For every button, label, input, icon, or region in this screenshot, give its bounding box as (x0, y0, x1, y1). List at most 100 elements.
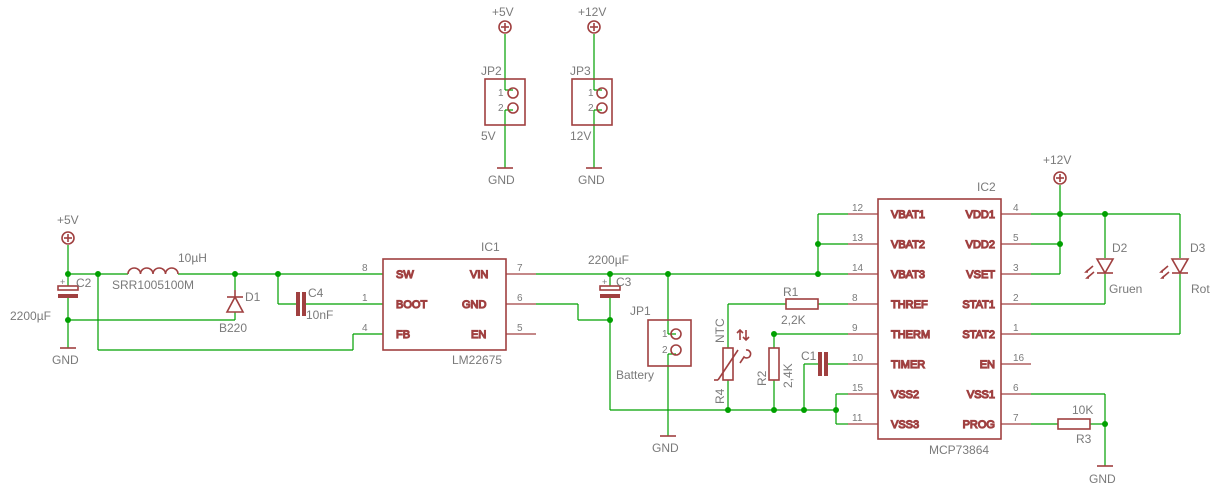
svg-text:2: 2 (588, 103, 594, 114)
led-d3: D3 Rot (1159, 241, 1210, 296)
jp1-name: JP1 (630, 304, 651, 318)
jp2-name: JP2 (481, 64, 502, 78)
ic2-pin-vbat1: VBAT1 (891, 209, 925, 221)
ic2-pin-number: 9 (852, 323, 858, 334)
ic2-mcp73864: IC2 MCP73864 VBAT112VBAT213VBAT314THREF8… (848, 180, 1031, 457)
jp3-name: JP3 (570, 64, 591, 78)
ic1-ref: IC1 (481, 240, 500, 254)
c2-value: 2200µF (10, 309, 51, 323)
jp2-value: 5V (481, 129, 496, 143)
ic2-pin-number: 6 (1013, 383, 1019, 394)
ic2-pin-vss2: VSS2 (891, 389, 919, 401)
c4-value: 10nF (306, 308, 333, 322)
d3-value: Rot (1191, 282, 1210, 296)
ic2-pin-number: 5 (1013, 233, 1019, 244)
ic2-ref: IC2 (977, 180, 996, 194)
ic2-pin-number: 4 (1013, 203, 1019, 214)
svg-text:1: 1 (662, 329, 668, 340)
ic2-pin-en: EN (980, 359, 995, 371)
ic2-part: MCP73864 (929, 443, 989, 457)
resistor-r2: R2 2,4K (755, 347, 795, 388)
ic2-pin-prog: PROG (963, 419, 995, 431)
resistor-r3: 10K R3 (1057, 403, 1093, 446)
svg-text:2: 2 (662, 345, 668, 356)
ground-label: GND (578, 173, 605, 187)
ic2-pin-vss1: VSS1 (967, 389, 995, 401)
d2-name: D2 (1112, 241, 1128, 255)
capacitor-c3: + C3 2200µF (588, 253, 632, 298)
middle-group: + C3 2200µF 1 2 JP1 Battery GND R1 2,2K (536, 213, 848, 455)
ground-label: GND (488, 173, 515, 187)
ic2-pin-number: 16 (1013, 353, 1025, 364)
d1-value: B220 (219, 321, 247, 335)
jp1-body (647, 319, 692, 367)
c1-name: C1 (801, 349, 817, 363)
ground-label: GND (52, 353, 79, 367)
d1-name: D1 (245, 290, 261, 304)
supply-5v-symbol (61, 231, 75, 245)
ic2-pin-number: 3 (1013, 263, 1019, 274)
ic1-pin-sw: SW (396, 269, 414, 281)
capacitor-c2: + C2 2200µF (10, 276, 92, 323)
svg-text:1: 1 (362, 293, 368, 304)
l1-value: 10µH (178, 251, 207, 265)
svg-text:+: + (60, 277, 65, 287)
ic2-pin-number: 2 (1013, 293, 1019, 304)
thermistor-r4: R4 NTC (713, 318, 752, 404)
ic2-pin-therm: THERM (891, 329, 930, 341)
resistor-r1: R1 2,2K (781, 285, 819, 327)
l1-name: SRR1005100M (112, 278, 194, 292)
supply-12v-symbol (587, 20, 601, 34)
c2-name: C2 (76, 276, 92, 290)
svg-text:2: 2 (498, 103, 504, 114)
c3-value: 2200µF (588, 253, 629, 267)
supply-5v-label: +5V (57, 213, 79, 227)
inductor-l1: 10µH SRR1005100M (112, 251, 207, 292)
ic2-pin-number: 14 (852, 263, 864, 274)
jumper-jp1: 1 2 JP1 Battery (616, 304, 692, 382)
supply-5v-symbol (498, 20, 512, 34)
ic1-pin-en: EN (471, 329, 486, 341)
ic2-pin-number: 15 (852, 383, 864, 394)
svg-text:1: 1 (498, 88, 504, 99)
jp3-body (571, 78, 613, 126)
diode-d1: D1 B220 (219, 290, 261, 335)
ground-label: GND (1089, 472, 1116, 486)
ic2-pin-vdd2: VDD2 (966, 239, 995, 251)
ic2-pin-number: 12 (852, 203, 864, 214)
ic2-pin-number: 10 (852, 353, 864, 364)
ic2-pin-number: 8 (852, 293, 858, 304)
svg-text:6: 6 (517, 293, 523, 304)
svg-text:1: 1 (588, 88, 594, 99)
d2-value: Gruen (1109, 282, 1142, 296)
ic2-pin-number: 7 (1013, 413, 1019, 424)
led-d2: D2 Gruen (1084, 241, 1142, 296)
ic1-pin-vin: VIN (470, 269, 488, 281)
light-emission-icon (1084, 265, 1095, 279)
ic2-pin-vss3: VSS3 (891, 419, 919, 431)
ic2-pin-vbat2: VBAT2 (891, 239, 925, 251)
capacitor-c4: C4 10nF (296, 286, 333, 322)
ic1-part: LM22675 (452, 353, 502, 367)
ic2-pin-thref: THREF (891, 299, 928, 311)
jp2-body (484, 78, 526, 126)
svg-text:+: + (602, 277, 607, 287)
svg-text:8: 8 (362, 263, 368, 274)
ic2-pin-timer: TIMER (891, 359, 925, 371)
r3-value: 10K (1072, 403, 1093, 417)
svg-text:4: 4 (362, 323, 368, 334)
ic1-pin-boot: BOOT (396, 299, 427, 311)
ic1-lm22675: IC1 LM22675 SW BOOT FB VIN GND EN 8 1 4 … (362, 240, 536, 367)
ic2-body (877, 198, 1002, 440)
r1-value: 2,2K (781, 313, 806, 327)
svg-text:7: 7 (517, 263, 523, 274)
ic1-pin-fb: FB (396, 329, 410, 341)
d3-name: D3 (1190, 241, 1206, 255)
ic2-pin-stat2: STAT2 (962, 329, 995, 341)
ic1-pin-gnd: GND (462, 299, 487, 311)
r3-name: R3 (1076, 432, 1092, 446)
supply-12v-label: +12V (1043, 153, 1071, 167)
r2-name: R2 (755, 370, 769, 386)
r1-name: R1 (783, 285, 799, 299)
